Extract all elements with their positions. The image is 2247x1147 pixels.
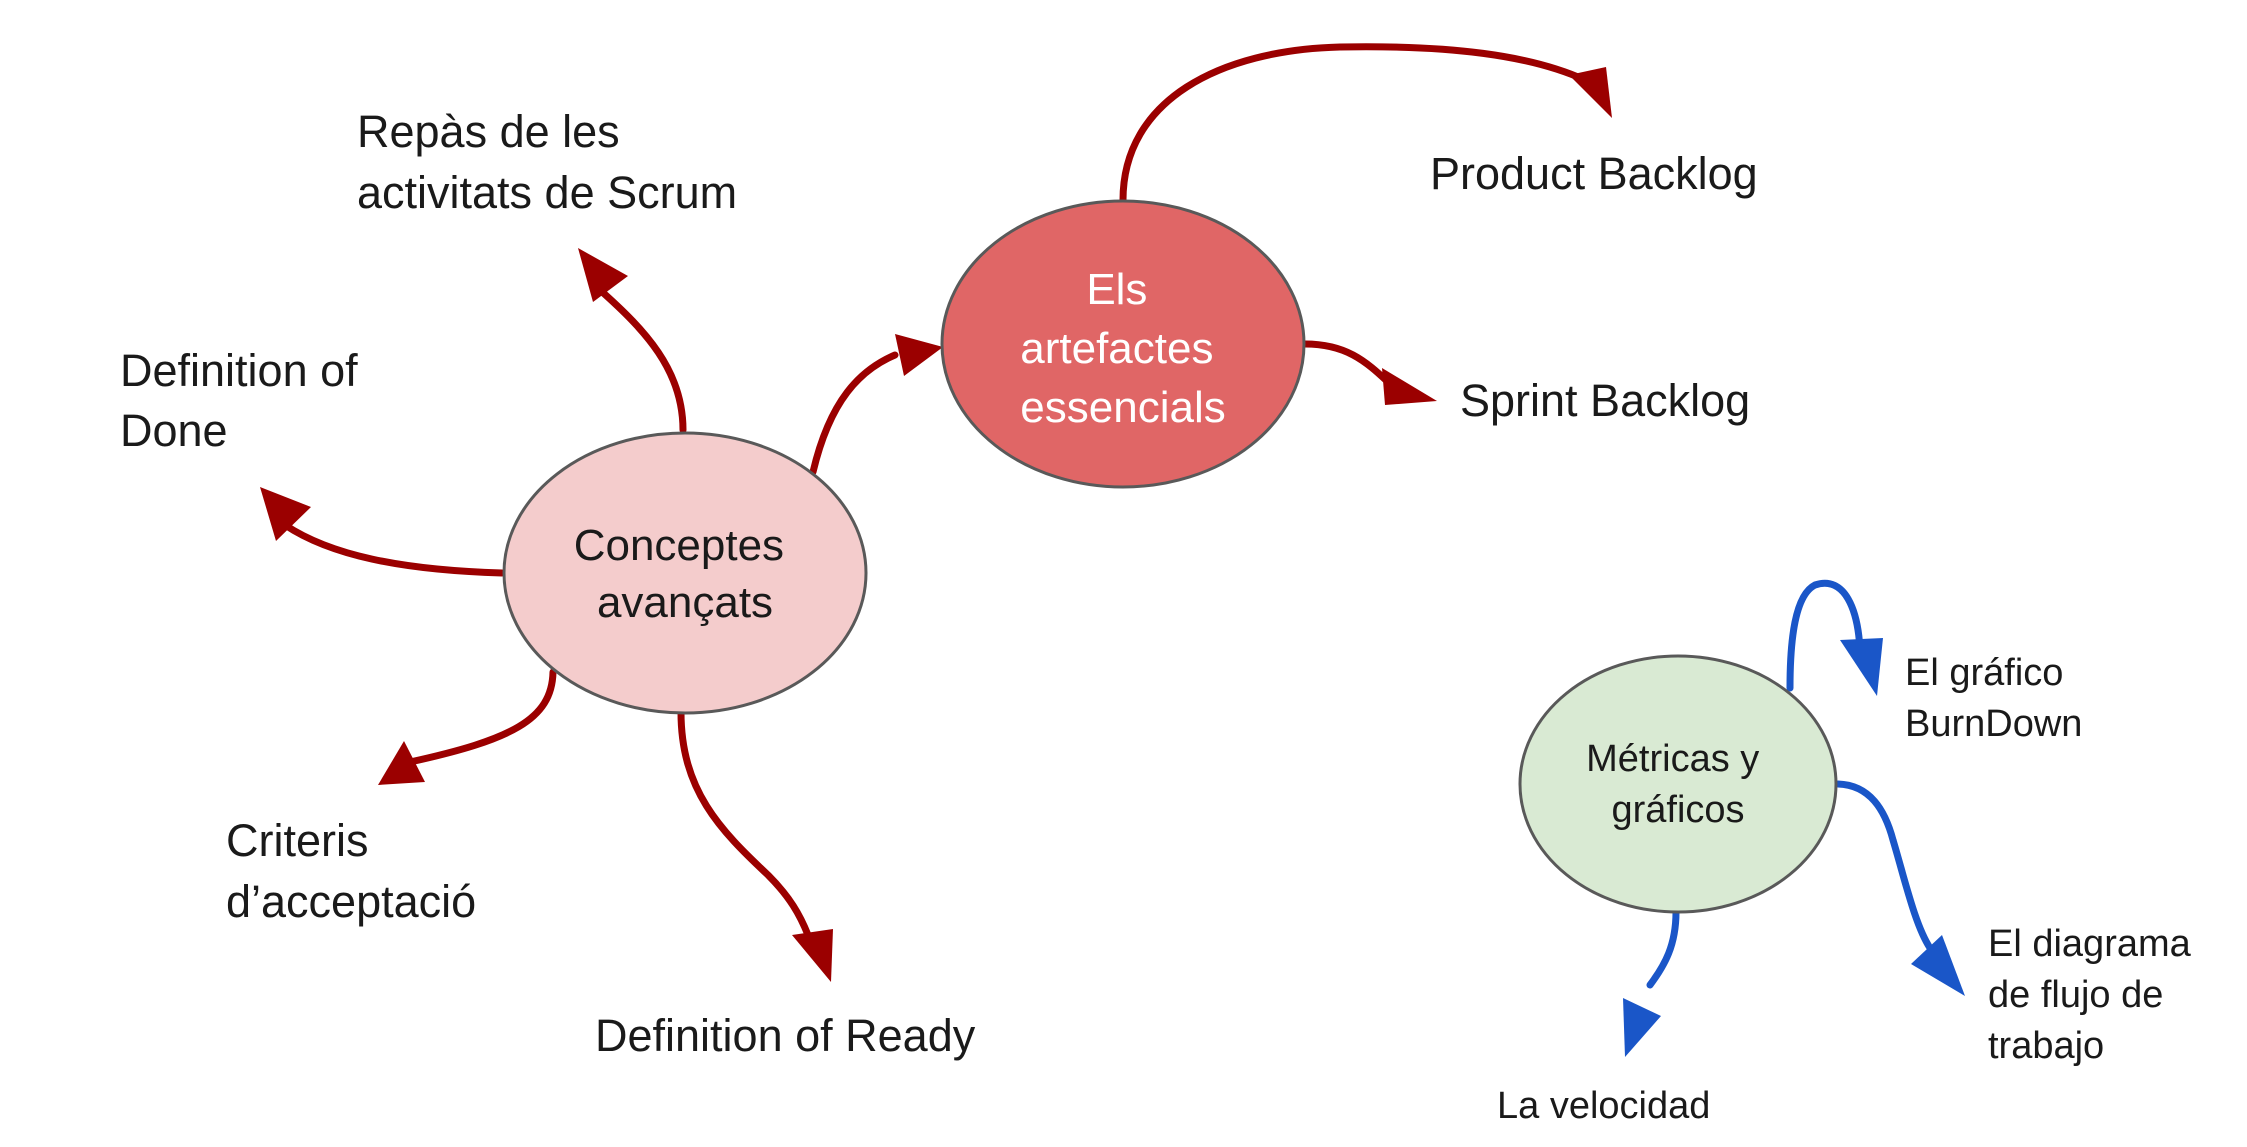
label-product-backlog: Product Backlog bbox=[1430, 148, 1758, 199]
arrow-to-product-backlog bbox=[1119, 43, 1589, 204]
label-burndown-line: El gráfico bbox=[1905, 652, 2063, 694]
label-dod-line: Definition of bbox=[120, 345, 358, 396]
label-burndown-line: BurnDown bbox=[1905, 703, 2082, 745]
arrow-to-repas bbox=[596, 286, 687, 434]
label-sprint-backlog: Sprint Backlog bbox=[1460, 375, 1750, 426]
blue-arrowheads bbox=[1623, 638, 1965, 1057]
arrow-to-sprint-backlog bbox=[1301, 340, 1394, 388]
node-artefactes-line: essencials bbox=[1020, 383, 1225, 432]
label-velocidad-line: La velocidad bbox=[1497, 1085, 1710, 1127]
arrowhead-dor bbox=[792, 929, 833, 982]
node-metriques-label: Métricas y gráficos bbox=[1586, 738, 1770, 831]
label-criteris-line: Criteris bbox=[226, 815, 369, 866]
label-diagrama-flujo: El diagrama de flujo de trabajo bbox=[1988, 923, 2201, 1067]
arrowhead-product-backlog bbox=[1569, 67, 1612, 118]
label-sprint-backlog-line: Sprint Backlog bbox=[1460, 375, 1750, 426]
arrow-to-velocidad bbox=[1646, 908, 1680, 989]
node-conceptes-label: Conceptes avançats bbox=[574, 521, 797, 627]
arrowhead-burndown bbox=[1840, 638, 1883, 696]
node-metriques-line: gráficos bbox=[1611, 789, 1744, 831]
arrowhead-velocidad bbox=[1623, 998, 1661, 1057]
red-arrowheads bbox=[260, 67, 1612, 982]
label-repas-line: Repàs de les bbox=[357, 106, 620, 157]
label-criteris-line: d’acceptació bbox=[226, 876, 476, 927]
arrow-to-flujo bbox=[1834, 780, 1934, 952]
node-metriques-grafics: Métricas y gráficos bbox=[1518, 654, 1838, 914]
label-dod-line: Done bbox=[120, 405, 228, 456]
arrowhead-dod bbox=[260, 487, 311, 541]
label-grafico-burndown: El gráfico BurnDown bbox=[1905, 652, 2082, 745]
node-metriques-line: Métricas y bbox=[1586, 738, 1759, 780]
label-flujo-line: El diagrama bbox=[1988, 923, 2192, 965]
label-definition-of-done: Definition of Done bbox=[120, 345, 370, 456]
label-definition-of-ready: Definition of Ready bbox=[595, 1010, 976, 1061]
arrow-to-burndown bbox=[1786, 579, 1864, 692]
node-conceptes-line: Conceptes bbox=[574, 521, 784, 570]
node-artefactes-essencials: Els artefactes essencials bbox=[940, 199, 1306, 489]
arrow-to-criteris bbox=[406, 668, 557, 766]
arrow-to-artefactes bbox=[809, 351, 899, 476]
label-dor-line: Definition of Ready bbox=[595, 1010, 976, 1061]
arrowhead-artefactes bbox=[895, 334, 943, 376]
arrow-to-dor bbox=[677, 708, 812, 939]
arrowhead-flujo bbox=[1911, 935, 1965, 996]
label-repas-line: activitats de Scrum bbox=[357, 167, 737, 218]
node-artefactes-line: artefactes bbox=[1020, 324, 1213, 373]
node-conceptes-avancats: Conceptes avançats bbox=[502, 431, 868, 715]
blue-arrows bbox=[1646, 579, 1934, 989]
label-repas-activitats: Repàs de les activitats de Scrum bbox=[357, 106, 737, 218]
node-conceptes-line: avançats bbox=[597, 578, 773, 627]
arrow-to-dod bbox=[281, 521, 506, 577]
label-flujo-line: de flujo de bbox=[1988, 974, 2163, 1016]
node-metriques-shape bbox=[1518, 654, 1838, 914]
arrowhead-sprint-backlog bbox=[1382, 368, 1437, 405]
red-arrows bbox=[281, 43, 1589, 939]
label-flujo-line: trabajo bbox=[1988, 1025, 2104, 1067]
node-artefactes-shape bbox=[940, 199, 1306, 489]
label-criteris-acceptacio: Criteris d’acceptació bbox=[226, 815, 476, 927]
label-la-velocidad: La velocidad bbox=[1497, 1085, 1710, 1127]
arrowhead-criteris bbox=[378, 741, 425, 785]
node-artefactes-label: Els artefactes essencials bbox=[1020, 265, 1225, 432]
arrowhead-repas bbox=[578, 248, 628, 302]
node-artefactes-line: Els bbox=[1086, 265, 1147, 314]
label-product-backlog-line: Product Backlog bbox=[1430, 148, 1758, 199]
node-conceptes-shape bbox=[502, 431, 868, 715]
